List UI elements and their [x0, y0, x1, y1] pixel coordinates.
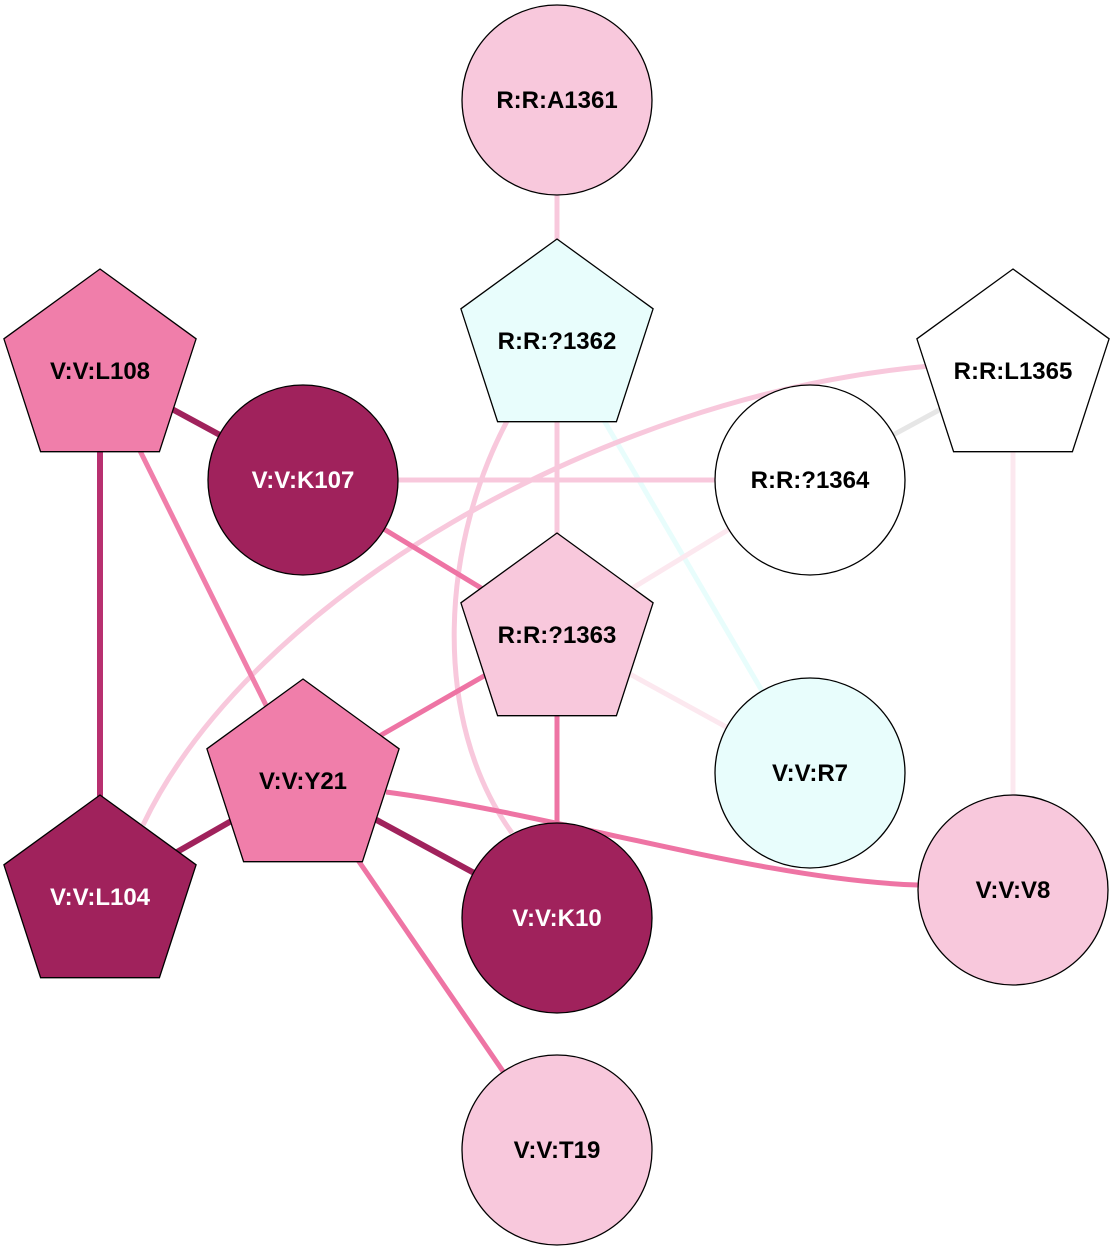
node-label: R:R:?1362 [498, 328, 617, 355]
node-label: V:V:R7 [772, 760, 848, 787]
node-shape-circle [461, 822, 653, 1014]
node-shape-circle [461, 1054, 653, 1246]
node-shape-pentagon [460, 238, 654, 423]
node-label: V:V:L108 [50, 358, 150, 385]
node-y21: V:V:Y21 [206, 678, 400, 863]
node-l108: V:V:L108 [3, 268, 197, 453]
node-shape-pentagon [3, 794, 197, 979]
node-shape-pentagon [206, 678, 400, 863]
node-l1365: R:R:L1365 [916, 268, 1110, 453]
node-q1362: R:R:?1362 [460, 238, 654, 423]
node-shape-pentagon [460, 532, 654, 717]
node-k107: V:V:K107 [207, 384, 399, 576]
node-shape-circle [207, 384, 399, 576]
node-shape-circle [461, 4, 653, 196]
node-shape-pentagon [3, 268, 197, 453]
edge-q1362-k10 [451, 410, 515, 835]
node-label: V:V:Y21 [259, 768, 347, 795]
node-t19: V:V:T19 [461, 1054, 653, 1246]
node-v8: V:V:V8 [917, 794, 1109, 986]
node-label: R:R:A1361 [496, 87, 617, 114]
node-shape-circle [714, 384, 906, 576]
node-shape-circle [917, 794, 1109, 986]
node-label: R:R:?1364 [751, 467, 870, 494]
edge-y21-v8 [385, 789, 919, 888]
node-label: V:V:K107 [252, 467, 355, 494]
node-q1363: R:R:?1363 [460, 532, 654, 717]
node-label: V:V:K10 [512, 905, 601, 932]
node-l104: V:V:L104 [3, 794, 197, 979]
node-a1361: R:R:A1361 [461, 4, 653, 196]
node-shape-circle [714, 677, 906, 869]
node-shape-pentagon [916, 268, 1110, 453]
node-label: R:R:?1363 [498, 622, 617, 649]
node-label: V:V:V8 [976, 877, 1051, 904]
node-k10: V:V:K10 [461, 822, 653, 1014]
node-q1364: R:R:?1364 [714, 384, 906, 576]
node-r7: V:V:R7 [714, 677, 906, 869]
node-label: V:V:T19 [514, 1137, 601, 1164]
node-label: R:R:L1365 [954, 358, 1073, 385]
node-label: V:V:L104 [50, 884, 151, 911]
